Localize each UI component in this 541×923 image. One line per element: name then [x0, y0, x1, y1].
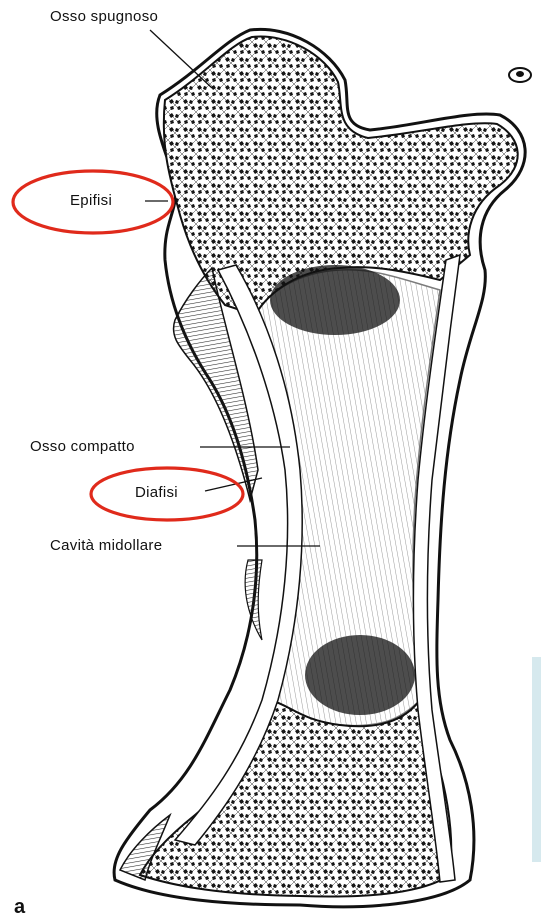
- label-diaphysis: Diafisi: [135, 484, 178, 501]
- foramen-center: [516, 71, 524, 77]
- label-compact-bone: Osso compatto: [30, 438, 135, 455]
- label-medullary-cavity: Cavità midollare: [50, 537, 162, 554]
- label-spongy-bone: Osso spugnoso: [50, 8, 158, 25]
- label-epiphysis: Epifisi: [70, 192, 112, 209]
- proximal-shadow: [270, 265, 400, 335]
- distal-shadow: [305, 635, 415, 715]
- side-panel-edge: [532, 657, 541, 862]
- panel-letter: a: [14, 896, 25, 919]
